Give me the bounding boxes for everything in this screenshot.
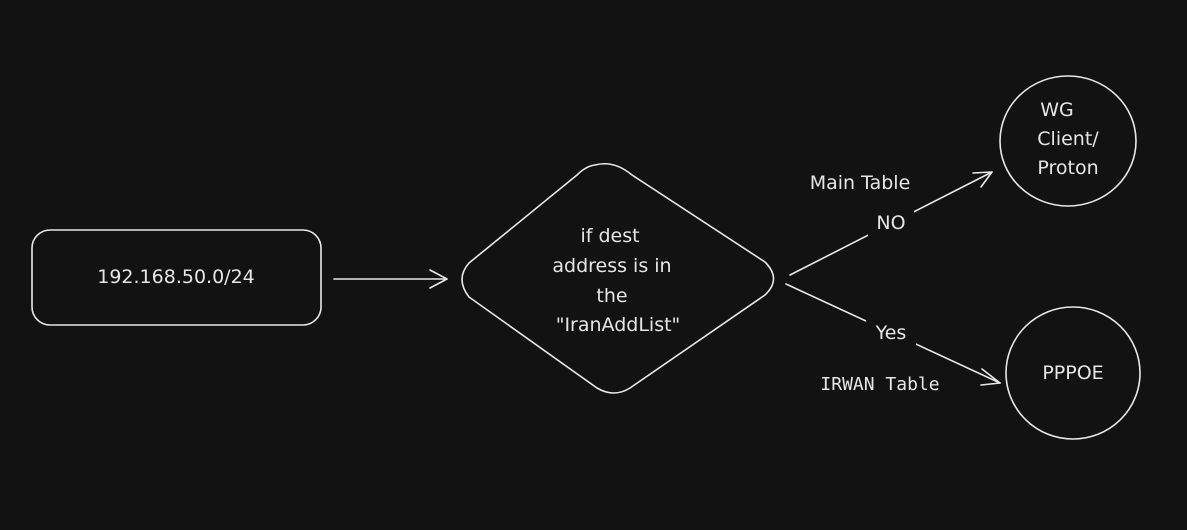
no-branch-label: NO bbox=[876, 212, 905, 234]
wg-client-circle bbox=[999, 75, 1137, 207]
yes-branch-label: Yes bbox=[875, 322, 907, 344]
no-branch-edge: NO Main Table bbox=[789, 171, 993, 276]
yes-branch-edge: Yes IRWAN Table bbox=[785, 283, 1001, 395]
decision-line-2: address is in bbox=[552, 255, 671, 277]
decision-line-1: if dest bbox=[580, 225, 639, 247]
wg-client-node: WG Client/ Proton bbox=[999, 75, 1137, 207]
decision-line-3: the bbox=[596, 285, 627, 307]
wg-line-3: Proton bbox=[1037, 157, 1098, 179]
pppoe-node: PPPOE bbox=[1005, 306, 1141, 440]
decision-diamond bbox=[461, 162, 775, 394]
main-table-label: Main Table bbox=[810, 172, 911, 194]
decision-node: if dest address is in the "IranAddList" bbox=[461, 162, 775, 394]
pppoe-label: PPPOE bbox=[1042, 362, 1103, 384]
decision-line-4: "IranAddList" bbox=[556, 314, 681, 336]
pppoe-circle bbox=[1005, 306, 1141, 440]
wg-line-2: Client/ bbox=[1037, 128, 1099, 150]
source-subnet-label: 192.168.50.0/24 bbox=[97, 266, 255, 288]
source-to-decision-arrow bbox=[333, 269, 448, 289]
irwan-table-label: IRWAN Table bbox=[820, 374, 939, 395]
source-subnet-node: 192.168.50.0/24 bbox=[31, 229, 322, 326]
source-subnet-box bbox=[31, 229, 322, 326]
wg-line-1: WG bbox=[1040, 99, 1074, 121]
